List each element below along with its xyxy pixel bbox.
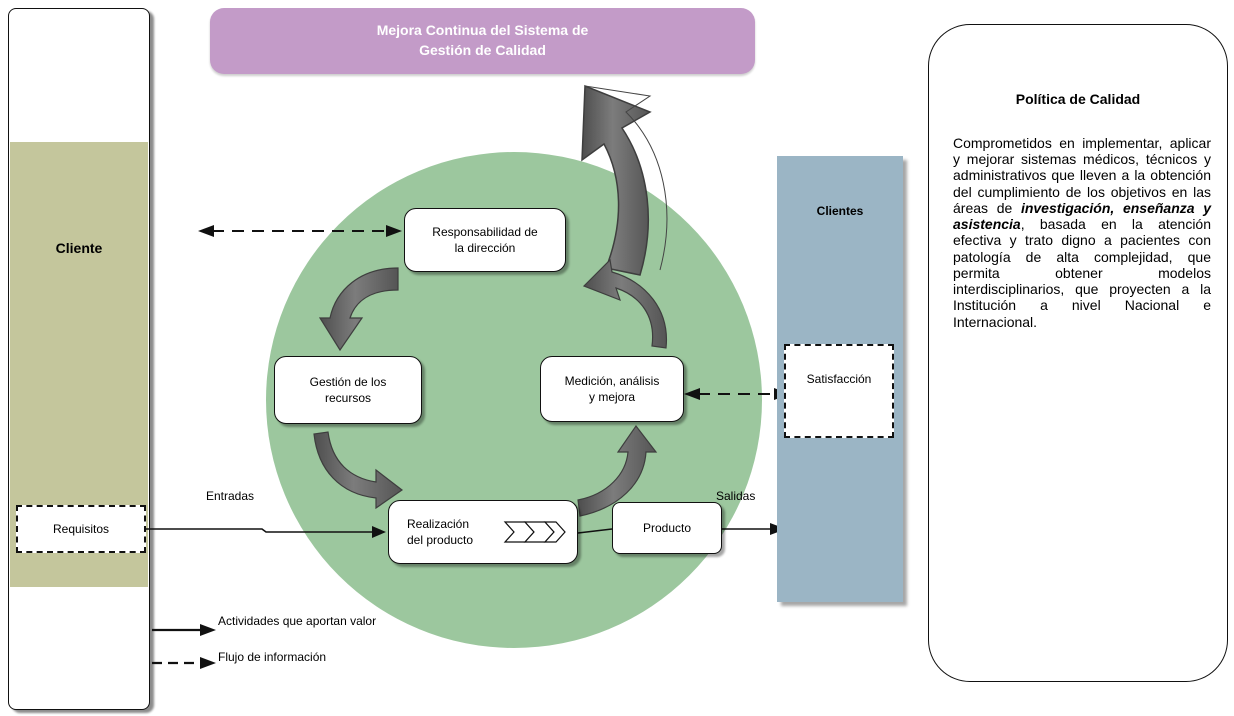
clients-title: Clientes	[816, 204, 864, 218]
measurement-node: Medición, análisis y mejora	[540, 356, 684, 422]
realization-product-line	[577, 528, 613, 534]
quality-policy-panel: Política de Calidad Comprometidos en imp…	[928, 24, 1228, 682]
management-responsibility-node: Responsabilidad de la dirección	[404, 208, 566, 272]
input-flow-line	[144, 528, 374, 533]
info-flow-management-head-left	[198, 225, 214, 237]
cycle-arrow-bottom-left	[313, 431, 404, 510]
legend-solid-head	[200, 624, 216, 636]
cycle-arrow-bottom-right	[577, 424, 658, 517]
outputs-label: Salidas	[716, 489, 756, 503]
legend-dashed-head	[200, 657, 216, 669]
product-realization-label: Realización del producto	[407, 516, 474, 547]
policy-title: Política de Calidad	[1015, 91, 1141, 107]
satisfaction-box: Satisfacción	[784, 344, 894, 438]
resource-management-node: Gestión de los recursos	[274, 356, 422, 424]
policy-text-intro: Comprometidos en implementar, aplicar y …	[953, 135, 1211, 216]
legend-information-flow: Flujo de información	[218, 650, 327, 664]
policy-text-outro: , basada en la atención efectiva y trato…	[953, 216, 1211, 330]
inputs-label: Entradas	[206, 489, 255, 503]
improvement-banner: Mejora Continua del Sistema de Gestión d…	[210, 8, 755, 74]
input-flow-head	[372, 526, 386, 538]
policy-text-emphasis: investigación, enseñanza y asistencia	[953, 199, 1212, 233]
chevron-process-icon	[503, 521, 566, 543]
client-title: Cliente	[55, 240, 103, 256]
cycle-arrow-top-left	[318, 267, 399, 352]
legend-value-activities: Actividades que aportan valor	[218, 614, 377, 628]
info-flow-satisfaction-head-left	[684, 388, 700, 400]
product-realization-node: Realización del producto	[388, 500, 578, 564]
policy-text: Comprometidos en implementar, aplicar y …	[953, 135, 1211, 330]
cycle-arrow-top-right	[582, 258, 668, 349]
info-flow-management-head-right	[386, 225, 402, 237]
banner-title: Mejora Continua del Sistema de Gestión d…	[376, 22, 589, 58]
product-node: Producto	[612, 502, 722, 554]
